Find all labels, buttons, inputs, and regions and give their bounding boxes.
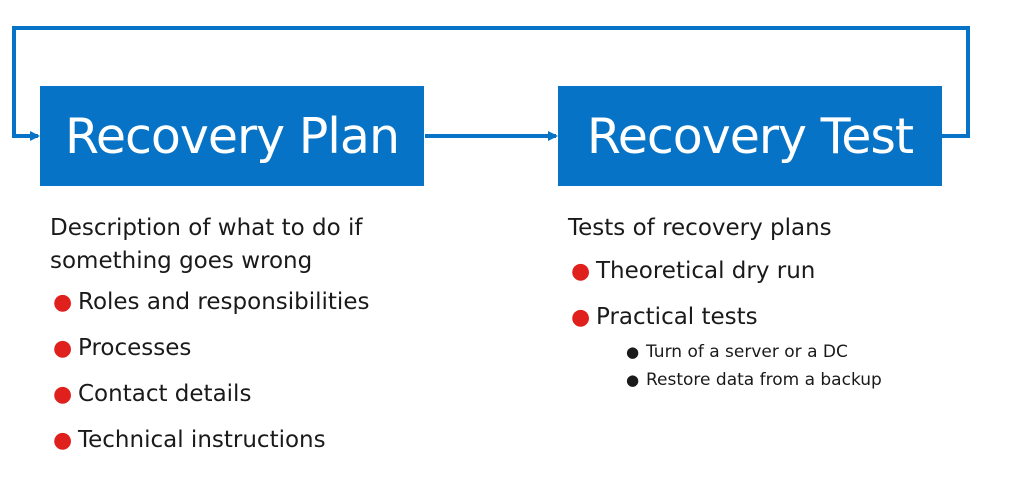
sub-bullet-text: Turn of a server or a DC xyxy=(646,342,848,362)
bullet-text: Contact details xyxy=(78,381,252,407)
bullet-text: Theoretical dry run xyxy=(596,258,816,284)
recovery-test-bullet-list: ● Theoretical dry run ● Practical tests … xyxy=(568,255,882,407)
bullet-dot-icon: ● xyxy=(571,305,591,330)
node-recovery-test: Recovery Test xyxy=(558,86,942,186)
edge-test-to-plan xyxy=(12,26,970,141)
sub-list-item: ● Restore data from a backup xyxy=(618,366,882,394)
list-item: ● Processes xyxy=(50,332,369,365)
practical-tests-sub-list: ● Turn of a server or a DC ● Restore dat… xyxy=(618,338,882,394)
recovery-plan-description: Description of what to do if something g… xyxy=(50,215,363,274)
list-item: ● Contact details xyxy=(50,378,369,411)
bullet-text: Processes xyxy=(78,335,192,361)
list-item: ● Theoretical dry run xyxy=(568,255,882,288)
bullet-dot-icon: ● xyxy=(53,290,73,315)
node-recovery-test-title: Recovery Test xyxy=(586,107,914,165)
recovery-test-description: Tests of recovery plans xyxy=(568,215,832,241)
list-item: ● Technical instructions xyxy=(50,424,369,457)
bullet-text: Roles and responsibilities xyxy=(78,289,370,315)
recovery-plan-bullet-list: ● Roles and responsibilities ● Processes… xyxy=(50,286,369,470)
bullet-dot-icon: ● xyxy=(53,336,73,361)
bullet-text: Practical tests xyxy=(596,304,758,330)
sub-bullet-text: Restore data from a backup xyxy=(646,370,882,390)
sub-bullet-dot-icon: ● xyxy=(626,371,640,389)
node-recovery-plan-title: Recovery Plan xyxy=(64,107,400,165)
bullet-dot-icon: ● xyxy=(53,382,73,407)
bullet-text: Technical instructions xyxy=(78,427,326,453)
list-item: ● Roles and responsibilities xyxy=(50,286,369,319)
sub-list-item: ● Turn of a server or a DC xyxy=(618,338,882,366)
bullet-dot-icon: ● xyxy=(571,259,591,284)
sub-bullet-dot-icon: ● xyxy=(626,343,640,361)
bullet-dot-icon: ● xyxy=(53,428,73,453)
list-item: ● Practical tests ● Turn of a server or … xyxy=(568,301,882,394)
node-recovery-plan: Recovery Plan xyxy=(40,86,424,186)
